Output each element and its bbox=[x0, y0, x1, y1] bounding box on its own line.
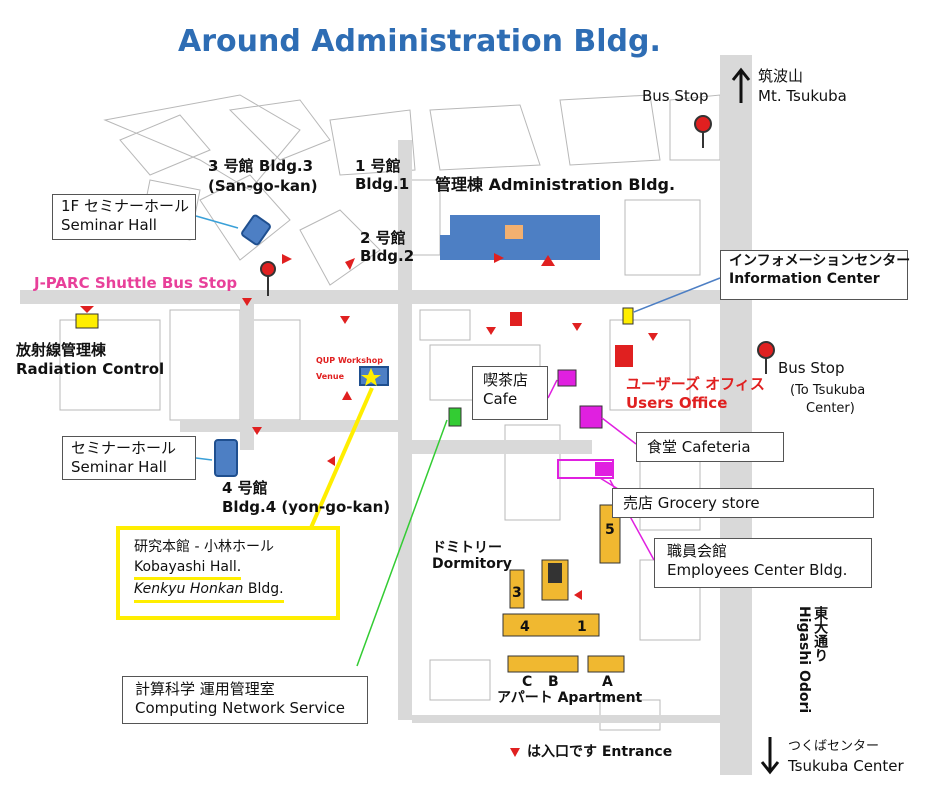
radiation-jp: 放射線管理棟 bbox=[16, 341, 107, 359]
bus-stops bbox=[260, 115, 775, 374]
higashi-odori-road bbox=[720, 55, 752, 775]
venue-star-icon bbox=[361, 368, 381, 386]
grocery-label: 売店 Grocery store bbox=[623, 494, 760, 512]
bus-stop-right-label: Bus Stop bbox=[778, 359, 845, 377]
shuttle-bus-stop-label: J-PARC Shuttle Bus Stop bbox=[34, 274, 238, 292]
radiation-en: Radiation Control bbox=[16, 360, 165, 378]
kobayashi-l1: 研究本館 - 小林ホール bbox=[134, 539, 274, 555]
apartment-a: A bbox=[602, 674, 613, 690]
bldg3-label: 3 号館 Bldg.3 bbox=[208, 157, 314, 175]
post-office-icon bbox=[510, 312, 522, 326]
bldg4-en: Bldg.4 (yon-go-kan) bbox=[222, 498, 391, 516]
kobayashi-l2: Kobayashi Hall. bbox=[134, 558, 242, 581]
dorm-5: 5 bbox=[605, 522, 615, 538]
kobayashi-l3: Kenkyu Honkan Bldg. bbox=[134, 580, 284, 603]
main-road-horizontal bbox=[20, 290, 720, 304]
administration-building bbox=[440, 215, 600, 260]
seminar-hall-1f-box: 1F セミナーホール Seminar Hall bbox=[52, 194, 196, 240]
mail-icon bbox=[505, 225, 523, 239]
apartment-b: B bbox=[548, 674, 559, 690]
info-center-en: Information Center bbox=[729, 270, 880, 287]
bldg3-romaji: (San-go-kan) bbox=[208, 177, 318, 195]
road-bldg4 bbox=[180, 420, 410, 432]
bldg1-en: Bldg.1 bbox=[355, 175, 410, 193]
apartment-label: アパート Apartment bbox=[497, 690, 643, 706]
info-center-shape bbox=[622, 307, 634, 325]
cafe-shape bbox=[557, 369, 577, 387]
dormitory-buildings bbox=[502, 504, 625, 673]
roads bbox=[20, 55, 752, 775]
tsukuba-center-jp: つくばセンター bbox=[788, 739, 880, 754]
bus-stop-right-sub2: Center) bbox=[806, 401, 855, 416]
cafeteria-box: 食堂 Cafeteria bbox=[636, 432, 784, 462]
seminar-hall-1f-jp: 1F セミナーホール bbox=[61, 197, 189, 215]
computing-box: 計算科学 運用管理室 Computing Network Service bbox=[122, 676, 368, 724]
administration-label: 管理棟 Administration Bldg. bbox=[435, 175, 676, 194]
road-south bbox=[412, 440, 592, 454]
radiation-control-shape bbox=[75, 313, 99, 329]
dorm-4: 4 bbox=[520, 619, 530, 635]
bldg2-en: Bldg.2 bbox=[360, 247, 415, 265]
cafeteria-label: 食堂 Cafeteria bbox=[647, 438, 751, 456]
higashi-odori-en: Higashi Odori bbox=[796, 606, 813, 714]
entrance-legend: は入口です Entrance bbox=[527, 744, 673, 760]
grocery-box: 売店 Grocery store bbox=[612, 488, 874, 518]
employees-box: 職員会館 Employees Center Bldg. bbox=[654, 538, 872, 588]
dormitory-jp: ドミトリー bbox=[432, 540, 502, 556]
apartment-c: C bbox=[522, 674, 533, 690]
kobayashi-l3-bldg: Bldg. bbox=[243, 581, 284, 598]
mt-tsukuba-en: Mt. Tsukuba bbox=[758, 87, 847, 105]
grocery-shape bbox=[595, 462, 613, 476]
kobayashi-l3-italic: Kenkyu Honkan bbox=[134, 581, 244, 598]
entrance-markers bbox=[242, 253, 658, 757]
higashi-odori-jp: 東大通り bbox=[812, 606, 829, 662]
page-title: Around Administration Bldg. bbox=[178, 24, 661, 59]
bldg1-jp: 1 号館 bbox=[355, 157, 401, 175]
bldg2-jp: 2 号館 bbox=[360, 229, 406, 247]
dorm-1: 1 bbox=[577, 619, 587, 635]
employees-en: Employees Center Bldg. bbox=[667, 560, 848, 579]
south-arrow-icon bbox=[760, 737, 780, 775]
north-arrow-icon bbox=[731, 67, 751, 103]
users-office-en: Users Office bbox=[626, 394, 728, 412]
road-bottom bbox=[412, 715, 720, 723]
bldg4-jp: 4 号館 bbox=[222, 479, 268, 497]
users-office-jp: ユーザーズ オフィス bbox=[626, 375, 765, 393]
radiation-entrance bbox=[80, 306, 94, 313]
qup-label-1: QUP Workshop bbox=[316, 356, 383, 365]
bus-stop-right-sub1: (To Tsukuba bbox=[790, 383, 866, 398]
dorm-3: 3 bbox=[512, 585, 522, 601]
seminar-hall-bldg4-shape bbox=[214, 439, 238, 477]
dormitory-office-shape bbox=[548, 563, 562, 583]
road-west bbox=[240, 300, 254, 450]
tsukuba-center-en: Tsukuba Center bbox=[788, 757, 904, 775]
computing-en: Computing Network Service bbox=[135, 698, 345, 717]
dormitory-en: Dormitory bbox=[432, 556, 512, 572]
bus-stop-top-label: Bus Stop bbox=[642, 87, 709, 105]
computing-jp: 計算科学 運用管理室 bbox=[135, 680, 275, 698]
mt-tsukuba-jp: 筑波山 bbox=[758, 67, 804, 85]
seminar-hall-en: Seminar Hall bbox=[71, 457, 167, 476]
cafe-jp: 喫茶店 bbox=[483, 371, 529, 389]
qup-label-2: Venue bbox=[316, 372, 344, 381]
cafeteria-shape bbox=[579, 405, 603, 429]
users-office-shape bbox=[615, 345, 633, 367]
employees-jp: 職員会館 bbox=[667, 542, 728, 560]
seminar-hall-jp: セミナーホール bbox=[71, 439, 177, 457]
computing-shape bbox=[448, 407, 462, 427]
seminar-hall-box: セミナーホール Seminar Hall bbox=[62, 436, 196, 480]
cafe-en: Cafe bbox=[483, 389, 518, 408]
seminar-hall-1f-shape bbox=[241, 214, 271, 246]
seminar-hall-1f-en: Seminar Hall bbox=[61, 215, 157, 234]
info-center-jp: インフォメーションセンター bbox=[729, 253, 911, 269]
info-center-box: インフォメーションセンター Information Center bbox=[720, 250, 911, 300]
cafe-box: 喫茶店 Cafe bbox=[472, 366, 548, 420]
kobayashi-hall-box: 研究本館 - 小林ホール Kobayashi Hall. Kenkyu Honk… bbox=[116, 526, 340, 620]
